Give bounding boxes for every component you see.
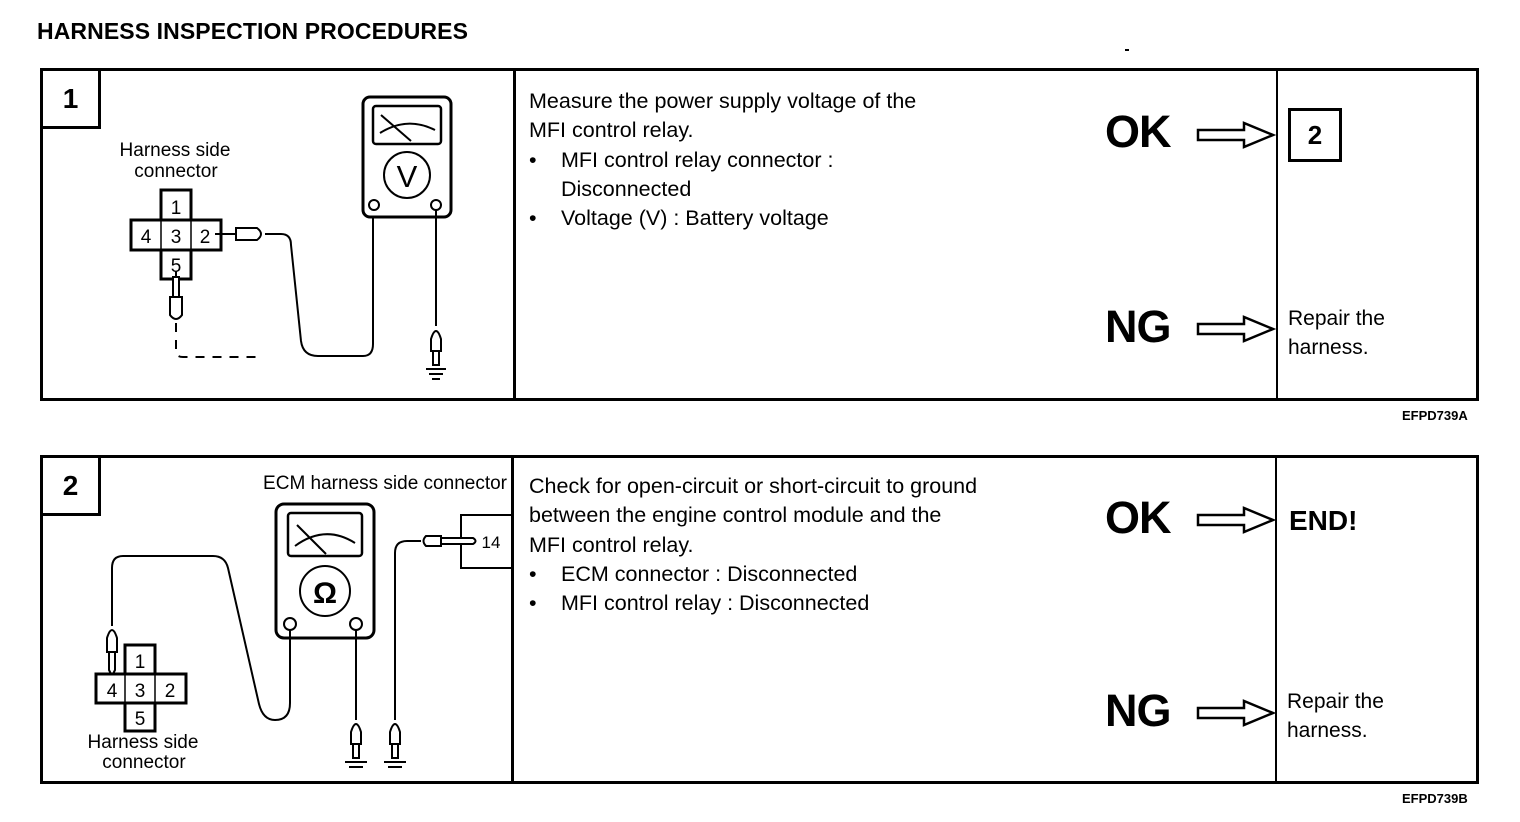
pin-label: 2 [200,227,211,248]
ecm-pin-label: 14 [482,533,501,552]
ohmmeter-icon [274,502,376,640]
connector-label-line1: Harness side [120,140,231,161]
arrow-right-icon [1196,699,1276,727]
ecm-connector-label: ECM harness side connector [263,473,508,494]
probe-icon [422,535,477,547]
condition-item: MFI control relay : Disconnected [529,589,977,619]
column-divider [1275,458,1277,781]
continuity-test-diagram: ECM harness side connector 14 [88,473,511,773]
scan-speck [1125,49,1129,51]
ng-label: NG [1105,685,1171,736]
probe-icon [169,271,183,320]
figure-code: EFPD739A [1402,408,1468,423]
end-label: END! [1289,505,1358,536]
meter-symbol: Ω [313,577,337,610]
pin-label: 5 [135,709,146,730]
pin-label: 1 [171,198,182,219]
pin-label: 4 [141,227,152,248]
figure-code: EFPD739B [1402,791,1468,806]
condition-item: MFI control relay connector : Disconnect… [529,146,916,205]
condition-item: Voltage (V) : Battery voltage [529,204,916,234]
step-number-badge: 2 [43,458,101,516]
voltage-test-diagram: Harness side connector 1 4 3 2 5 [120,95,453,380]
connector-label-line1: Harness side [88,732,199,753]
procedure-description: Check for open-circuit or short-circuit … [529,472,978,619]
voltmeter-icon [361,95,453,219]
connector-label-line2: connector [134,161,218,182]
pin-label: 3 [135,681,146,702]
page-title: HARNESS INSPECTION PROCEDURES [37,18,469,44]
arrow-right-icon [1196,315,1276,343]
ground-icon [345,761,367,768]
pin-label: 2 [165,681,176,702]
arrow-right-icon [1196,121,1276,149]
pin-label: 3 [171,227,182,248]
probe-icon [215,227,262,241]
ground-icon [384,761,406,768]
procedure-description: Measure the power supply voltage of the … [529,87,917,234]
description-line: between the engine control module and th… [529,503,942,528]
relay-connector-icon [94,643,188,733]
step-number-badge: 1 [43,71,101,129]
ng-action: Repair the harness. [1288,307,1385,359]
inspection-step-2: 2 ECM harness side connector 14 [40,455,1479,784]
description-line: MFI control relay. [529,532,694,557]
ok-label: OK [1105,106,1171,157]
inspection-step-1: 1 Harness side connector 1 4 3 2 5 [40,68,1479,401]
goto-step-2-link[interactable]: 2 [1288,108,1342,162]
column-divider [1276,71,1278,398]
ground-icon [426,368,446,380]
description-line: Measure the power supply voltage of the [529,89,917,113]
condition-list: MFI control relay connector : Disconnect… [529,146,916,234]
ng-label: NG [1105,301,1171,352]
arrow-right-icon [1196,506,1276,534]
pin-label: 5 [171,256,182,277]
ground-probe-icon [350,723,362,759]
ok-label: OK [1105,492,1171,543]
pin-label: 1 [135,652,146,673]
probe-icon [106,629,118,679]
description-line: MFI control relay. [529,118,694,143]
step-1-diagram-cell: 1 Harness side connector 1 4 3 2 5 [43,71,516,398]
meter-symbol: V [397,159,418,194]
ground-probe-icon [389,723,401,759]
ng-action: Repair the harness. [1287,690,1384,742]
connector-label-line2: connector [102,752,186,773]
pin-label: 4 [107,681,118,702]
step-2-diagram-cell: 2 ECM harness side connector 14 [43,458,514,781]
condition-item: ECM connector : Disconnected [529,560,977,590]
ground-probe-icon [430,330,442,366]
condition-list: ECM connector : Disconnected MFI control… [529,560,977,619]
description-line: Check for open-circuit or short-circuit … [529,474,978,498]
